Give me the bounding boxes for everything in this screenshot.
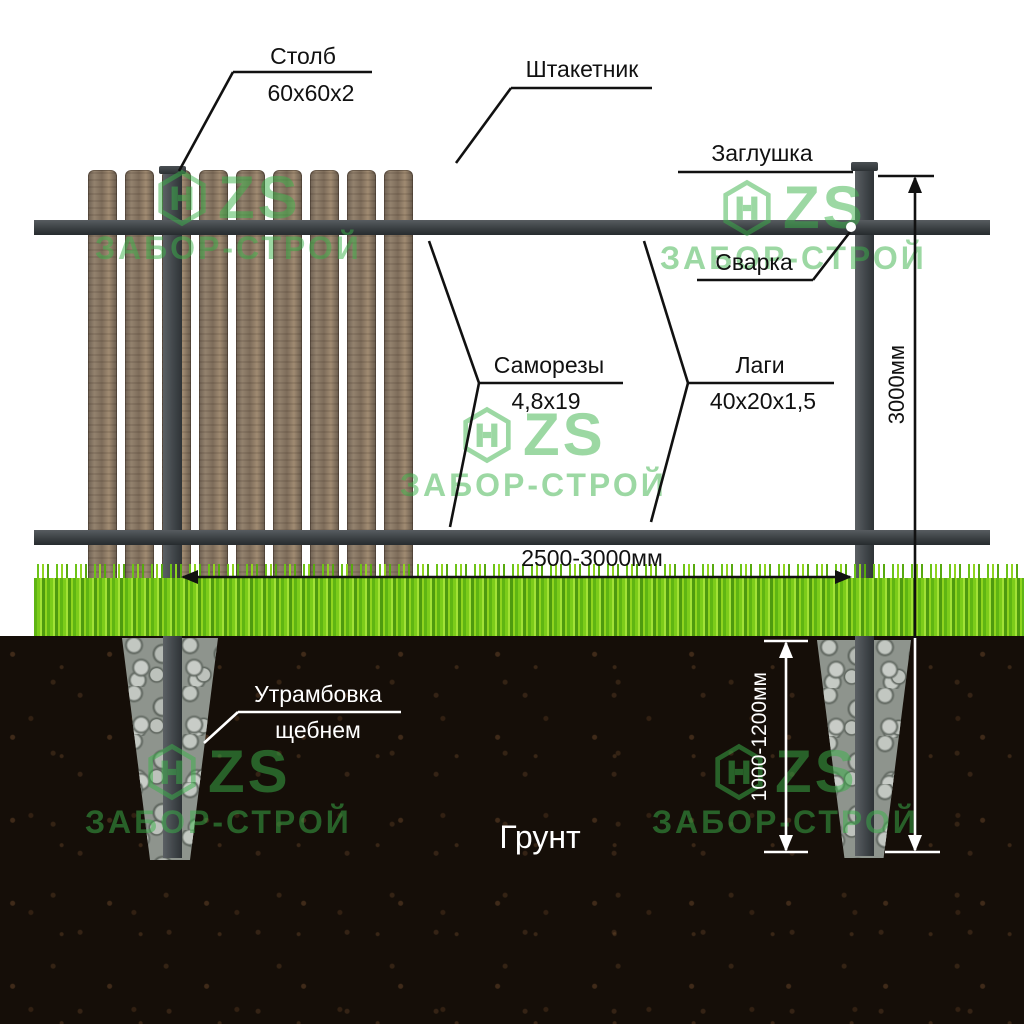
callout-picket: Штакетник [525,56,639,82]
zs-hexagon-icon [463,406,511,464]
callout-line-screws [427,240,623,528]
callout-screws-title: Саморезы [493,352,605,378]
picket [310,170,339,622]
picket [273,170,302,622]
picket [125,170,154,622]
callout-post-title: Столб [270,43,336,69]
left-post-cap [159,166,186,174]
grass [34,578,1024,636]
callout-weld: Сварка [715,249,793,275]
dimension-depth-label: 1000-1200мм [748,672,771,802]
left-post [163,172,182,858]
callout-rails-size: 40х20х1,5 [709,388,817,414]
watermark-brand: ЗАБОР-СТРОЙ [400,467,667,503]
grass-tips [34,564,1024,579]
picket [88,170,117,622]
callout-cap: Заглушка [711,140,813,166]
right-post-cap [851,162,878,171]
callout-line-rails [642,240,834,523]
bottom-rail [34,530,990,545]
dimension-height-label: 3000мм [884,345,909,425]
top-rail [34,220,990,235]
ground-label: Грунт [499,819,581,855]
callout-screws-size: 4,8х19 [511,388,581,414]
callout-gravel-line1: Утрамбовка [254,681,382,707]
picket [384,170,413,622]
callout-rails-title: Лаги [735,352,785,378]
dimension-span-label: 2500-3000мм [521,545,663,571]
watermark-brand: ЗАБОР-СТРОЙ [660,240,927,276]
picket [236,170,265,622]
watermark: ZS ЗАБОР-СТРОЙ [400,405,667,503]
right-post [855,168,874,856]
callout-post-size: 60х60х2 [267,80,355,106]
callout-gravel-line2: щебнем [275,717,361,743]
callout-line-picket [454,86,652,164]
picket [199,170,228,622]
picket [347,170,376,622]
